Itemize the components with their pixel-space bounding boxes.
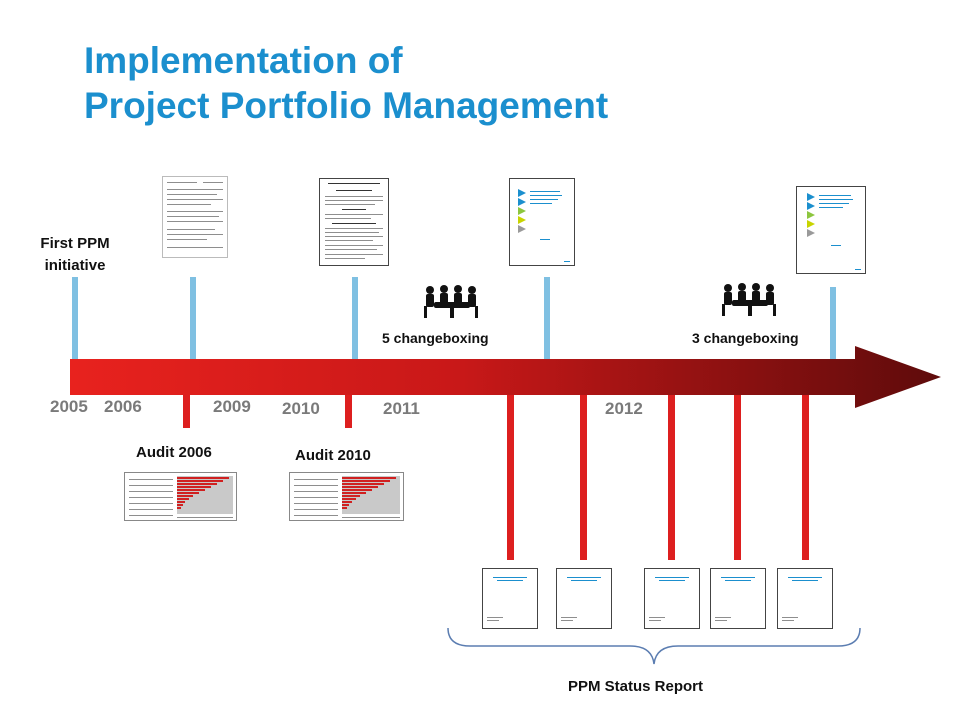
status-report-brace: [447, 627, 861, 665]
tick-2005: [72, 277, 78, 359]
year-2006: 2006: [104, 397, 142, 416]
changeboxing-5-label: 5 changeboxing: [382, 330, 489, 346]
audit-2006-label: Audit 2006: [136, 444, 212, 461]
year-2009: 2009: [213, 397, 251, 416]
tick-2010: [352, 277, 358, 359]
audit-2010-chart-thumbnail: [289, 472, 404, 521]
tick-report-1: [507, 395, 514, 560]
year-2012: 2012: [605, 399, 643, 418]
document-2009-thumbnail: [162, 176, 228, 258]
tick-audit-2010: [345, 395, 352, 428]
title-line-2: Project Portfolio Management: [84, 85, 609, 126]
guide-2012-thumbnail: [796, 186, 866, 274]
tick-audit-2006: [183, 395, 190, 428]
first-ppm-label: First PPM initiative: [40, 235, 110, 274]
audit-2010-label: Audit 2010: [295, 447, 371, 464]
tick-report-4: [734, 395, 741, 560]
document-2010-thumbnail: [319, 178, 389, 266]
status-report-thumbnail: [556, 568, 612, 629]
audit-2006-chart-thumbnail: [124, 472, 237, 521]
title-line-1: Implementation of: [84, 40, 403, 81]
tick-2012: [830, 287, 836, 359]
tick-2009: [190, 277, 196, 359]
status-report-thumbnail: [710, 568, 766, 629]
status-report-thumbnail: [644, 568, 700, 629]
tick-report-3: [668, 395, 675, 560]
status-report-thumbnail: [482, 568, 538, 629]
status-report-thumbnail: [777, 568, 833, 629]
meeting-people-icon: [424, 285, 478, 318]
year-2011: 2011: [383, 399, 420, 418]
tick-2011: [544, 277, 550, 359]
year-2005: 2005: [50, 397, 88, 416]
changeboxing-3-label: 3 changeboxing: [692, 330, 799, 346]
year-2010: 2010: [282, 399, 320, 418]
tick-report-2: [580, 395, 587, 560]
guide-2011-thumbnail: [509, 178, 575, 266]
status-report-label: PPM Status Report: [568, 678, 704, 695]
tick-report-5: [802, 395, 809, 560]
page-title: Implementation of Project Portfolio Mana…: [84, 38, 608, 128]
meeting-people-icon: [722, 283, 776, 316]
